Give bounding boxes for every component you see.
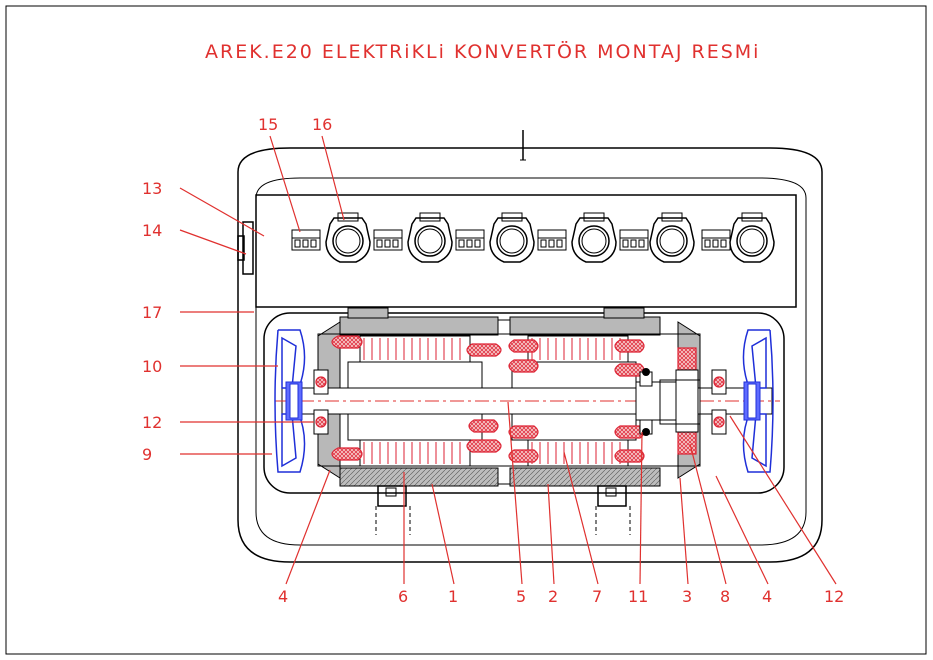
inner-housing <box>255 177 807 546</box>
side-switch <box>242 221 254 275</box>
label-16: 16 <box>312 115 332 134</box>
label-2: 2 <box>548 587 558 606</box>
socket-outlet <box>325 212 371 263</box>
label-5: 5 <box>516 587 526 606</box>
stator-motor <box>331 335 502 467</box>
terminal-block <box>373 229 403 251</box>
label-4-left: 4 <box>278 587 288 606</box>
socket-outlet <box>489 212 535 263</box>
label-7: 7 <box>592 587 602 606</box>
leader-lines <box>179 135 837 585</box>
stator-generator <box>508 335 645 467</box>
drawing-frame <box>5 5 927 655</box>
label-14: 14 <box>142 221 162 240</box>
socket-outlet <box>649 212 695 263</box>
terminal-block <box>619 229 649 251</box>
terminal-block <box>701 229 731 251</box>
label-17: 17 <box>142 303 162 322</box>
socket-outlet <box>571 212 617 263</box>
slip-ring-brushes <box>635 368 677 436</box>
bearings <box>313 369 727 435</box>
socket-outlet <box>407 212 453 263</box>
label-4-right: 4 <box>762 587 772 606</box>
label-6: 6 <box>398 587 408 606</box>
motor-compartment <box>263 312 785 494</box>
motor-casing <box>317 307 701 535</box>
label-15: 15 <box>258 115 278 134</box>
outer-housing <box>237 147 823 563</box>
label-3: 3 <box>682 587 692 606</box>
terminal-block <box>291 229 321 251</box>
cooling-fan-right <box>742 329 774 473</box>
label-1: 1 <box>448 587 458 606</box>
socket-panel <box>255 194 797 308</box>
socket-groups <box>291 212 775 263</box>
terminal-block <box>455 229 485 251</box>
label-9: 9 <box>142 445 152 464</box>
label-12-left: 12 <box>142 413 162 432</box>
label-11: 11 <box>628 587 648 606</box>
label-10: 10 <box>142 357 162 376</box>
socket-outlet <box>729 212 775 263</box>
label-13: 13 <box>142 179 162 198</box>
label-8: 8 <box>720 587 730 606</box>
label-12-right: 12 <box>824 587 844 606</box>
drawing-title: AREK.E20 ELEKTRiKLi KONVERTÖR MONTAJ RES… <box>205 40 760 63</box>
terminal-block <box>537 229 567 251</box>
cooling-fan-left <box>274 329 306 473</box>
